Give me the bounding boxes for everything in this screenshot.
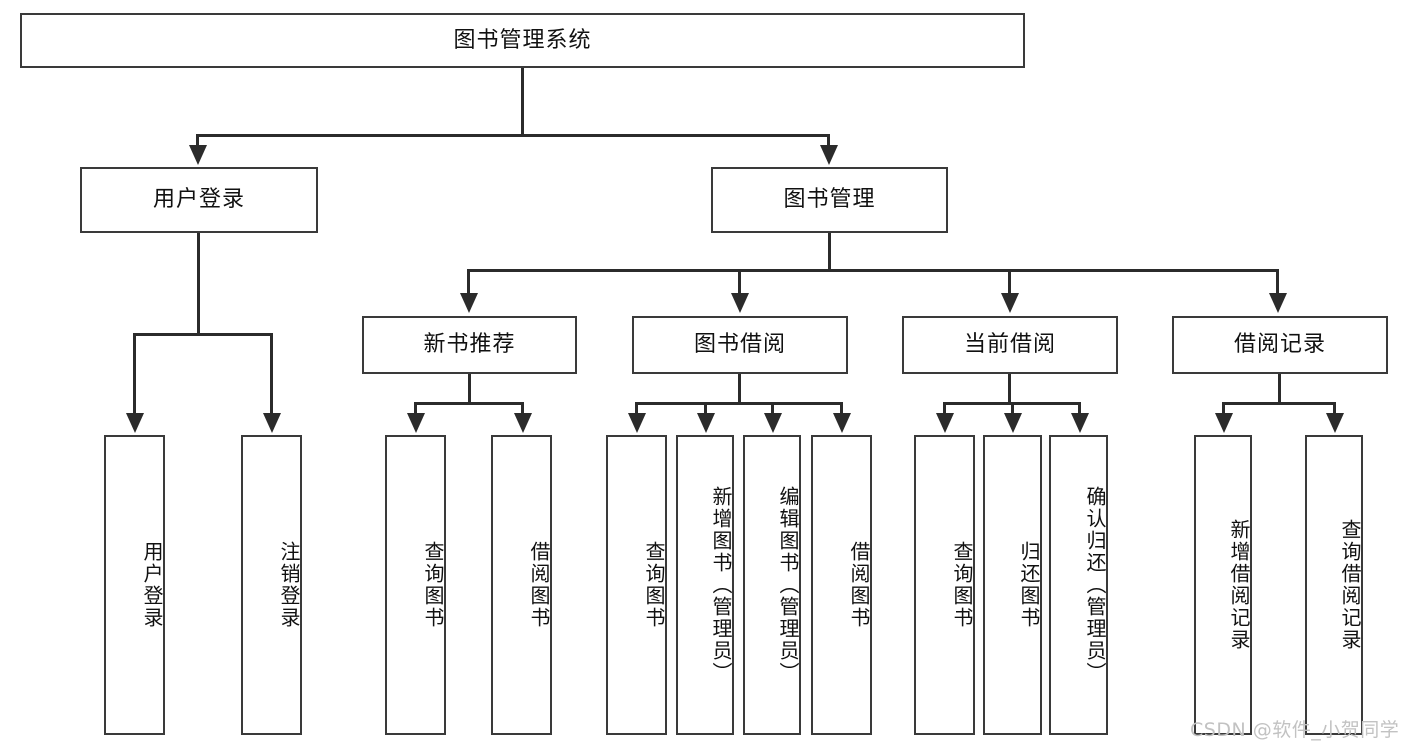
node-label: 用户登录	[152, 187, 245, 213]
connector-cb-drop-1	[943, 402, 946, 416]
arrow-bm-to-new-book	[460, 293, 478, 313]
node-label: 归还图书	[1017, 541, 1041, 629]
leaf-cb-confirm-return-admin[interactable]: 确认归还（管理员）	[1049, 435, 1108, 735]
connector-nbr-drop-1	[414, 402, 417, 416]
connector-root-bar	[196, 134, 829, 137]
arrow-bm-to-current-borrow	[1001, 293, 1019, 313]
node-borrow-record[interactable]: 借阅记录	[1172, 316, 1388, 374]
arrow-user-login-leaf-1	[126, 413, 144, 433]
connector-br-drop-2	[1333, 402, 1336, 416]
connector-user-login-bar	[133, 333, 272, 336]
node-root-book-management-system[interactable]: 图书管理系统	[20, 13, 1025, 68]
leaf-nbr-borrow-book[interactable]: 借阅图书	[491, 435, 552, 735]
arrow-cb-leaf-1	[936, 413, 954, 433]
connector-root-to-book-management	[827, 134, 830, 147]
node-label: 新增借阅记录	[1227, 519, 1251, 651]
node-label: 图书管理	[783, 187, 876, 213]
connector-cb-drop-2	[1011, 402, 1014, 416]
node-label: 新书推荐	[423, 332, 516, 358]
connector-cb-stem	[1008, 374, 1011, 404]
connector-bb-drop-1	[635, 402, 638, 416]
connector-nbr-bar	[414, 402, 524, 405]
arrow-bb-leaf-2	[697, 413, 715, 433]
node-label: 确认归还（管理员）	[1083, 486, 1107, 684]
connector-cb-drop-3	[1078, 402, 1081, 416]
connector-br-bar	[1222, 402, 1336, 405]
arrow-bb-leaf-1	[628, 413, 646, 433]
leaf-user-login[interactable]: 用户登录	[104, 435, 165, 735]
connector-root-stem	[521, 68, 524, 135]
leaf-br-add-record[interactable]: 新增借阅记录	[1194, 435, 1252, 735]
node-label: 图书管理系统	[453, 27, 592, 53]
arrow-bm-to-borrow-record	[1269, 293, 1287, 313]
arrow-bb-leaf-3	[764, 413, 782, 433]
connector-bb-bar	[635, 402, 842, 405]
connector-bb-drop-2	[704, 402, 707, 416]
leaf-nbr-query-book[interactable]: 查询图书	[385, 435, 446, 735]
arrow-bm-to-book-borrow	[731, 293, 749, 313]
arrow-br-leaf-1	[1215, 413, 1233, 433]
arrow-nbr-leaf-1	[407, 413, 425, 433]
connector-nbr-stem	[468, 374, 471, 404]
node-book-management[interactable]: 图书管理	[711, 167, 948, 233]
node-label: 用户登录	[140, 541, 164, 629]
node-label: 新增图书（管理员）	[709, 486, 733, 684]
leaf-cb-query-book[interactable]: 查询图书	[914, 435, 975, 735]
connector-bb-drop-4	[840, 402, 843, 416]
connector-bm-drop-2	[738, 269, 741, 295]
node-new-book-recommend[interactable]: 新书推荐	[362, 316, 577, 374]
node-current-borrow[interactable]: 当前借阅	[902, 316, 1118, 374]
connector-book-management-stem	[828, 233, 831, 271]
leaf-br-query-record[interactable]: 查询借阅记录	[1305, 435, 1363, 735]
node-label: 借阅记录	[1233, 332, 1326, 358]
connector-br-stem	[1278, 374, 1281, 404]
connector-bb-drop-3	[771, 402, 774, 416]
leaf-bb-borrow-book[interactable]: 借阅图书	[811, 435, 872, 735]
arrow-user-login-leaf-2	[263, 413, 281, 433]
node-label: 编辑图书（管理员）	[776, 486, 800, 684]
arrow-bb-leaf-4	[833, 413, 851, 433]
arrow-root-to-book-management	[820, 145, 838, 165]
leaf-bb-add-book-admin[interactable]: 新增图书（管理员）	[676, 435, 734, 735]
connector-bm-drop-1	[467, 269, 470, 295]
leaf-logout[interactable]: 注销登录	[241, 435, 302, 735]
connector-user-login-drop-1	[133, 333, 136, 415]
node-label: 查询借阅记录	[1338, 519, 1362, 651]
arrow-root-to-user-login	[189, 145, 207, 165]
node-label: 查询图书	[950, 541, 974, 629]
leaf-bb-query-book[interactable]: 查询图书	[606, 435, 667, 735]
connector-bm-drop-4	[1276, 269, 1279, 295]
node-user-login[interactable]: 用户登录	[80, 167, 318, 233]
arrow-br-leaf-2	[1326, 413, 1344, 433]
node-label: 查询图书	[421, 541, 445, 629]
node-label: 借阅图书	[527, 541, 551, 629]
node-label: 借阅图书	[847, 541, 871, 629]
connector-bb-stem	[738, 374, 741, 404]
leaf-cb-return-book[interactable]: 归还图书	[983, 435, 1042, 735]
node-label: 图书借阅	[693, 332, 786, 358]
arrow-nbr-leaf-2	[514, 413, 532, 433]
connector-book-management-bar	[467, 269, 1279, 272]
node-book-borrow[interactable]: 图书借阅	[632, 316, 848, 374]
arrow-cb-leaf-2	[1004, 413, 1022, 433]
arrow-cb-leaf-3	[1071, 413, 1089, 433]
connector-root-to-user-login	[196, 134, 199, 147]
node-label: 注销登录	[277, 541, 301, 629]
connector-nbr-drop-2	[521, 402, 524, 416]
node-label: 当前借阅	[963, 332, 1056, 358]
connector-user-login-stem	[197, 233, 200, 335]
connector-br-drop-1	[1222, 402, 1225, 416]
leaf-bb-edit-book-admin[interactable]: 编辑图书（管理员）	[743, 435, 801, 735]
connector-user-login-drop-2	[270, 333, 273, 415]
connector-bm-drop-3	[1008, 269, 1011, 295]
node-label: 查询图书	[642, 541, 666, 629]
